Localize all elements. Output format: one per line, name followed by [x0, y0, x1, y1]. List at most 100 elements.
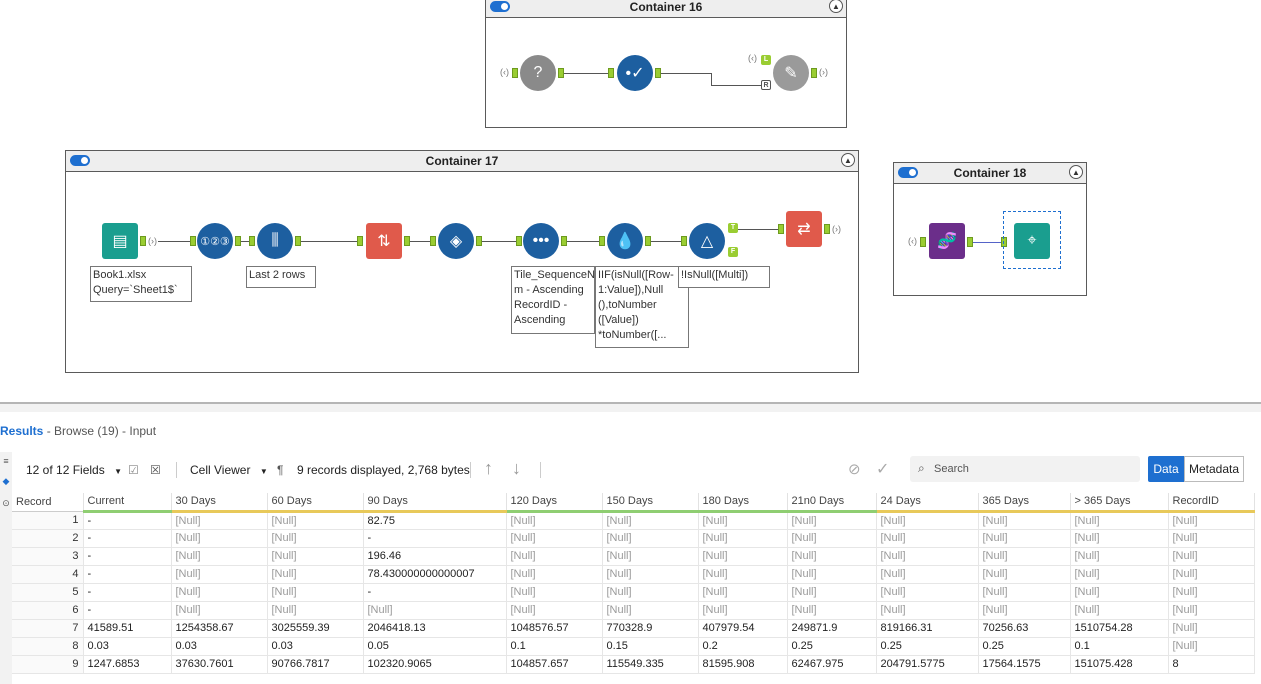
column-header[interactable]: 24 Days [876, 493, 979, 513]
table-cell[interactable]: [Null] [978, 601, 1071, 620]
table-cell[interactable]: 0.03 [83, 637, 172, 656]
table-cell[interactable]: [Null] [1070, 511, 1169, 530]
record-number-cell[interactable]: 6 [12, 601, 84, 620]
table-cell[interactable]: [Null] [1168, 547, 1255, 566]
table-cell[interactable]: 82.75 [363, 511, 507, 530]
dna-tool[interactable]: 🧬 [929, 223, 965, 259]
right-anchor[interactable]: R [761, 80, 771, 90]
info-icon[interactable]: ⊙ [2, 498, 10, 508]
output-anchor[interactable] [967, 237, 973, 247]
table-cell[interactable]: [Null] [698, 511, 788, 530]
table-cell[interactable]: [Null] [698, 529, 788, 548]
output-anchor[interactable] [558, 68, 564, 78]
table-cell[interactable]: [Null] [787, 547, 877, 566]
dynamic-input-tool[interactable]: ? [520, 55, 556, 91]
table-cell[interactable]: - [363, 583, 507, 602]
table-cell[interactable]: 204791.5775 [876, 655, 979, 674]
table-cell[interactable]: [Null] [1168, 529, 1255, 548]
cancel-icon[interactable]: ⊘ [848, 461, 861, 478]
search-input[interactable]: Search [934, 463, 969, 475]
table-cell[interactable]: [Null] [602, 601, 699, 620]
table-cell[interactable]: [Null] [506, 529, 603, 548]
table-cell[interactable]: 0.03 [267, 637, 364, 656]
checkbox-icon[interactable]: ☑ [128, 463, 139, 477]
table-cell[interactable]: - [83, 583, 172, 602]
output-anchor[interactable] [295, 236, 301, 246]
table-cell[interactable]: 104857.657 [506, 655, 603, 674]
pilcrow-icon[interactable]: ¶ [277, 463, 284, 477]
table-cell[interactable]: 0.25 [876, 637, 979, 656]
table-cell[interactable]: 0.03 [171, 637, 268, 656]
browse-tool[interactable]: ⌖ [1014, 223, 1050, 259]
table-cell[interactable]: [Null] [363, 601, 507, 620]
table-cell[interactable]: [Null] [171, 601, 268, 620]
collapse-icon[interactable]: ▲ [829, 0, 843, 13]
table-cell[interactable]: [Null] [1168, 619, 1255, 638]
search-box[interactable]: ⌕ Search [910, 456, 1140, 482]
tile-tool[interactable]: ◈ [438, 223, 474, 259]
table-cell[interactable]: 770328.9 [602, 619, 699, 638]
arrow-up-icon[interactable]: ↑ [484, 458, 493, 478]
table-cell[interactable]: [Null] [978, 547, 1071, 566]
table-cell[interactable]: [Null] [876, 529, 979, 548]
record-number-cell[interactable]: 3 [12, 547, 84, 566]
table-cell[interactable]: 0.15 [602, 637, 699, 656]
container-17[interactable]: Container 17 ▲ ▤ (›) Book1.xlsx Query=`S… [65, 150, 859, 373]
table-cell[interactable]: 41589.51 [83, 619, 172, 638]
table-cell[interactable]: [Null] [978, 529, 1071, 548]
table-cell[interactable]: 78.430000000000007 [363, 565, 507, 584]
table-cell[interactable]: - [363, 529, 507, 548]
table-cell[interactable]: 0.25 [978, 637, 1071, 656]
table-row[interactable]: 2-[Null][Null]-[Null][Null][Null][Null][… [12, 529, 1255, 548]
table-cell[interactable]: [Null] [698, 583, 788, 602]
menu-icon[interactable]: ≡ [3, 456, 9, 466]
record-number-cell[interactable]: 2 [12, 529, 84, 548]
table-cell[interactable]: [Null] [506, 511, 603, 530]
column-header[interactable]: RecordID [1168, 493, 1255, 513]
pin-icon[interactable]: ◆ [2, 476, 10, 486]
table-cell[interactable]: [Null] [698, 601, 788, 620]
table-cell[interactable]: 90766.7817 [267, 655, 364, 674]
table-cell[interactable]: [Null] [602, 565, 699, 584]
table-cell[interactable]: [Null] [267, 511, 364, 530]
table-cell[interactable]: [Null] [698, 565, 788, 584]
container-header[interactable]: Container 16 ▲ [486, 0, 846, 18]
record-number-cell[interactable]: 8 [12, 637, 84, 656]
column-header[interactable]: 180 Days [698, 493, 788, 513]
multi-row-formula-tool[interactable]: ••• [523, 223, 559, 259]
cell-viewer-selector[interactable]: Cell Viewer ▼ [190, 463, 268, 477]
table-cell[interactable]: - [83, 601, 172, 620]
table-cell[interactable]: [Null] [1168, 511, 1255, 530]
flow-check-tool[interactable]: •✓ [617, 55, 653, 91]
column-header[interactable]: 365 Days [978, 493, 1071, 513]
column-header[interactable]: 90 Days [363, 493, 507, 513]
column-header[interactable]: 120 Days [506, 493, 603, 513]
table-cell[interactable]: [Null] [876, 511, 979, 530]
table-cell[interactable]: 1247.6853 [83, 655, 172, 674]
table-cell[interactable]: 196.46 [363, 547, 507, 566]
left-anchor[interactable]: L [761, 55, 771, 65]
table-cell[interactable]: [Null] [267, 565, 364, 584]
table-cell[interactable]: 1510754.28 [1070, 619, 1169, 638]
table-cell[interactable]: [Null] [698, 547, 788, 566]
table-cell[interactable]: 0.1 [1070, 637, 1169, 656]
tab-metadata[interactable]: Metadata [1184, 456, 1244, 482]
table-cell[interactable]: [Null] [171, 529, 268, 548]
table-cell[interactable]: [Null] [506, 565, 603, 584]
container-header[interactable]: Container 17 ▲ [66, 151, 858, 172]
panel-splitter[interactable] [0, 402, 1261, 412]
table-cell[interactable]: 81595.908 [698, 655, 788, 674]
container-header[interactable]: Container 18 ▲ [894, 163, 1086, 184]
check-icon[interactable]: ✓ [876, 461, 890, 478]
formula-tool[interactable]: 💧 [607, 223, 643, 259]
table-cell[interactable]: [Null] [876, 601, 979, 620]
table-cell[interactable]: [Null] [787, 565, 877, 584]
record-number-cell[interactable]: 9 [12, 655, 84, 674]
table-cell[interactable]: [Null] [1168, 601, 1255, 620]
true-anchor[interactable]: T [728, 223, 738, 233]
table-cell[interactable]: [Null] [1168, 565, 1255, 584]
table-cell[interactable]: [Null] [978, 565, 1071, 584]
table-cell[interactable]: [Null] [602, 529, 699, 548]
table-cell[interactable]: 3025559.39 [267, 619, 364, 638]
